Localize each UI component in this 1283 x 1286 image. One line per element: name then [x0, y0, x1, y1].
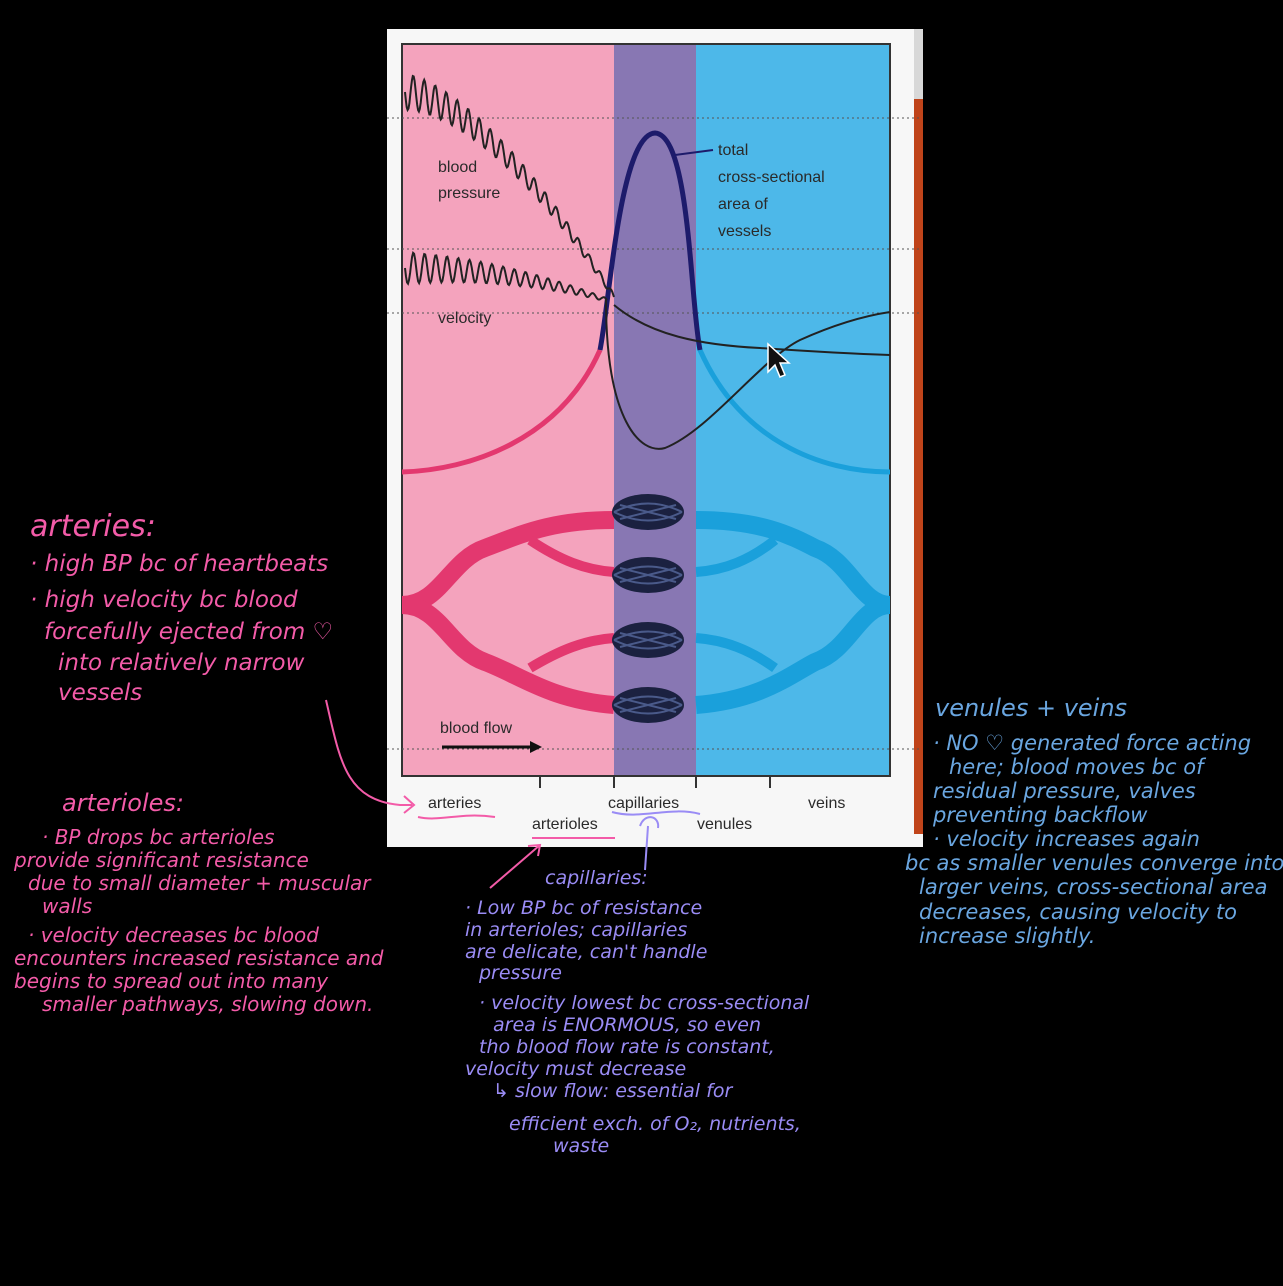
capillaries-note-line: waste [553, 1135, 610, 1158]
arteries-axis-label: arteries [428, 795, 481, 812]
capillary-bed-2 [612, 557, 684, 593]
blood-pressure-tail [613, 304, 891, 356]
arteries-note: arteries: · high BP bc of heartbeats · h… [30, 509, 334, 707]
capillary-bed-1 [612, 494, 684, 530]
arterioles-note-line: walls [42, 893, 93, 918]
capillaries-note-line: area is ENORMOUS, so even [493, 1014, 762, 1037]
arteries-underline [417, 814, 496, 820]
arterioles-note-line: smaller pathways, slowing down. [42, 991, 374, 1016]
scrollbar-strip [914, 29, 923, 834]
vessel-network [401, 494, 892, 723]
arteriole-branch-1 [527, 535, 615, 577]
veins-note-line: · NO ♡ generated force acting [933, 730, 1252, 755]
area-label-2: cross-sectional [718, 169, 825, 186]
blood-pressure-label-2: pressure [438, 185, 500, 202]
blood-pressure-curve [404, 74, 615, 298]
veins-axis-label: veins [808, 795, 845, 812]
blood-flow-arrowhead [530, 741, 542, 753]
capillaries-pointer [639, 816, 660, 871]
veins-note-line: · velocity increases again [933, 827, 1200, 852]
venules-axis-label: venules [697, 816, 752, 833]
capillaries-note-line: efficient exch. of O₂, nutrients, [509, 1113, 801, 1136]
capillaries-axis-label: capillaries [608, 795, 679, 812]
area-label-leader [674, 149, 714, 156]
cursor-icon [767, 342, 791, 378]
capillaries-note-line: are delicate, can't handle [465, 940, 708, 963]
cross-sectional-area-curve-arterial [401, 348, 603, 475]
area-label-1: total [718, 142, 748, 159]
arteries-note-line: vessels [58, 680, 143, 707]
velocity-label: velocity [438, 310, 491, 327]
arterioles-note: arterioles: · BP drops bc arterioles pro… [14, 789, 384, 1016]
venule-branch-2 [695, 633, 778, 673]
dotted-gridlines [387, 117, 922, 750]
cross-sectional-area-curve-venous [697, 348, 891, 475]
veins-note-line: here; blood moves bc of [949, 754, 1204, 779]
area-label-4: vessels [718, 223, 771, 240]
veins-note-line: preventing backflow [933, 803, 1148, 828]
velocity-curve [404, 251, 608, 301]
veins-region [696, 44, 890, 776]
vein-trunk [695, 511, 892, 614]
arterioles-note-line: · velocity decreases bc blood [28, 922, 319, 947]
capillary-bed-4 [612, 687, 684, 723]
veins-note-line: decreases, causing velocity to [919, 899, 1238, 924]
arteries-note-line: forcefully ejected from ♡ [44, 619, 334, 646]
artery-trunk-lower [401, 596, 615, 714]
diagram-frame [401, 43, 891, 777]
vessel-axis-ticks [539, 776, 771, 788]
capillaries-note-line: ↳ slow flow: essential for [493, 1079, 733, 1102]
arterioles-note-line: encounters increased resistance and [14, 945, 384, 970]
artery-trunk [401, 511, 615, 614]
capillaries-note-line: velocity must decrease [465, 1057, 687, 1080]
veins-note-line: increase slightly. [919, 923, 1096, 948]
capillaries-underline [611, 810, 701, 816]
arterioles-pointer [489, 843, 542, 889]
venule-branch-1 [695, 536, 779, 577]
capillaries-note-title: capillaries: [545, 867, 648, 889]
capillary-bed-3 [612, 622, 684, 658]
area-label-3: area of [718, 196, 768, 213]
veins-note-line: bc as smaller venules converge into [905, 851, 1283, 876]
vein-trunk-lower [695, 596, 892, 714]
capillaries-note-line: tho blood flow rate is constant, [479, 1035, 775, 1058]
capillaries-note: capillaries: · Low BP bc of resistance i… [465, 867, 810, 1158]
arterioles-note-line: provide significant resistance [14, 847, 309, 872]
arterioles-note-line: begins to spread out into many [14, 968, 329, 993]
capillaries-note-line: · Low BP bc of resistance [465, 896, 703, 919]
arterioles-axis-label: arterioles [532, 816, 598, 833]
scrollbar-thumb [914, 29, 923, 99]
veins-note-title: venules + veins [935, 694, 1128, 722]
arteries-pointer [325, 699, 416, 814]
cross-sectional-area-curve-peak [597, 130, 703, 351]
arteries-note-line: · high BP bc of heartbeats [30, 550, 329, 577]
arterioles-note-line: due to small diameter + muscular [28, 870, 371, 895]
veins-note-line: residual pressure, valves [933, 778, 1196, 803]
veins-note-line: larger veins, cross-sectional area [919, 875, 1268, 900]
arteries-note-line: into relatively narrow [58, 649, 305, 676]
capillaries-note-line: in arterioles; capillaries [465, 918, 688, 941]
arteriole-branch-2 [527, 633, 615, 673]
capillaries-note-line: · velocity lowest bc cross-sectional [479, 992, 810, 1015]
veins-note: venules + veins · NO ♡ generated force a… [905, 694, 1283, 948]
arterioles-note-title: arterioles: [62, 789, 184, 817]
blood-flow-label: blood flow [440, 720, 512, 737]
blood-pressure-label-1: blood [438, 159, 477, 176]
arterioles-note-line: · BP drops bc arterioles [42, 824, 275, 849]
arteries-note-line: · high velocity bc blood [30, 586, 298, 613]
arteries-note-title: arteries: [30, 509, 156, 544]
capillaries-note-line: pressure [479, 962, 562, 985]
velocity-tail [605, 299, 891, 450]
